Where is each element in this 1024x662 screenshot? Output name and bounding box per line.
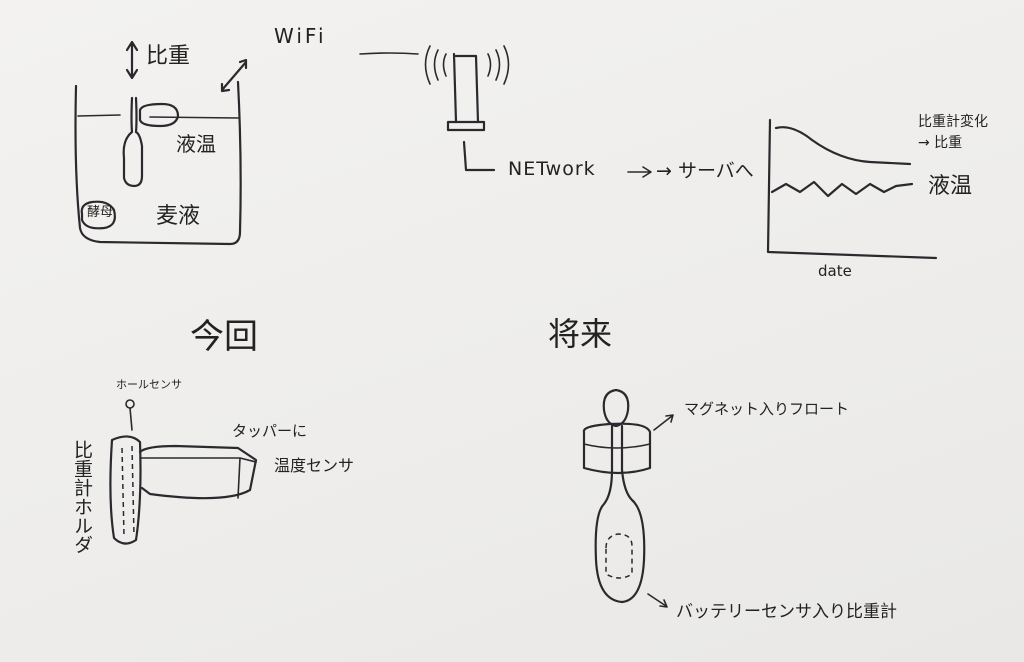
yeast-label: 酵母 (87, 205, 114, 220)
current-title: 今回 (190, 317, 258, 357)
wifi-router (359, 45, 652, 178)
hall-sensor-label: ホールセンサ (116, 378, 182, 391)
graph-x-axis-label: date (818, 262, 852, 280)
liquid-temp-label: 液温 (176, 132, 216, 156)
temperature-curve (770, 180, 914, 198)
wifi-label: WiFi (274, 24, 327, 48)
trend-graph (766, 118, 938, 260)
magnet-float-label: マグネット入りフロート (684, 400, 850, 418)
gravity-curve (774, 126, 912, 166)
graph-temp-series-label: 液温 (928, 174, 973, 199)
gravity-label: 比重 (146, 44, 191, 69)
current-device (109, 399, 258, 545)
tupperware-label: タッパーに (232, 422, 308, 440)
temp-sensor-label: 温度センサ (274, 456, 355, 475)
network-label: NETwork (508, 158, 596, 180)
wort-label: 麦液 (156, 204, 201, 229)
future-title: 将来 (548, 315, 613, 353)
graph-gravity-series-label: 比重計変化 → 比重 (918, 114, 988, 151)
future-device (582, 388, 674, 608)
fermentation-tank (74, 40, 248, 246)
to-server-label: → サーバへ (656, 160, 754, 182)
battery-hydrometer-label: バッテリーセンサ入り比重計 (676, 602, 897, 622)
hydrometer-holder-label: 比重計ホルダ (71, 440, 93, 554)
